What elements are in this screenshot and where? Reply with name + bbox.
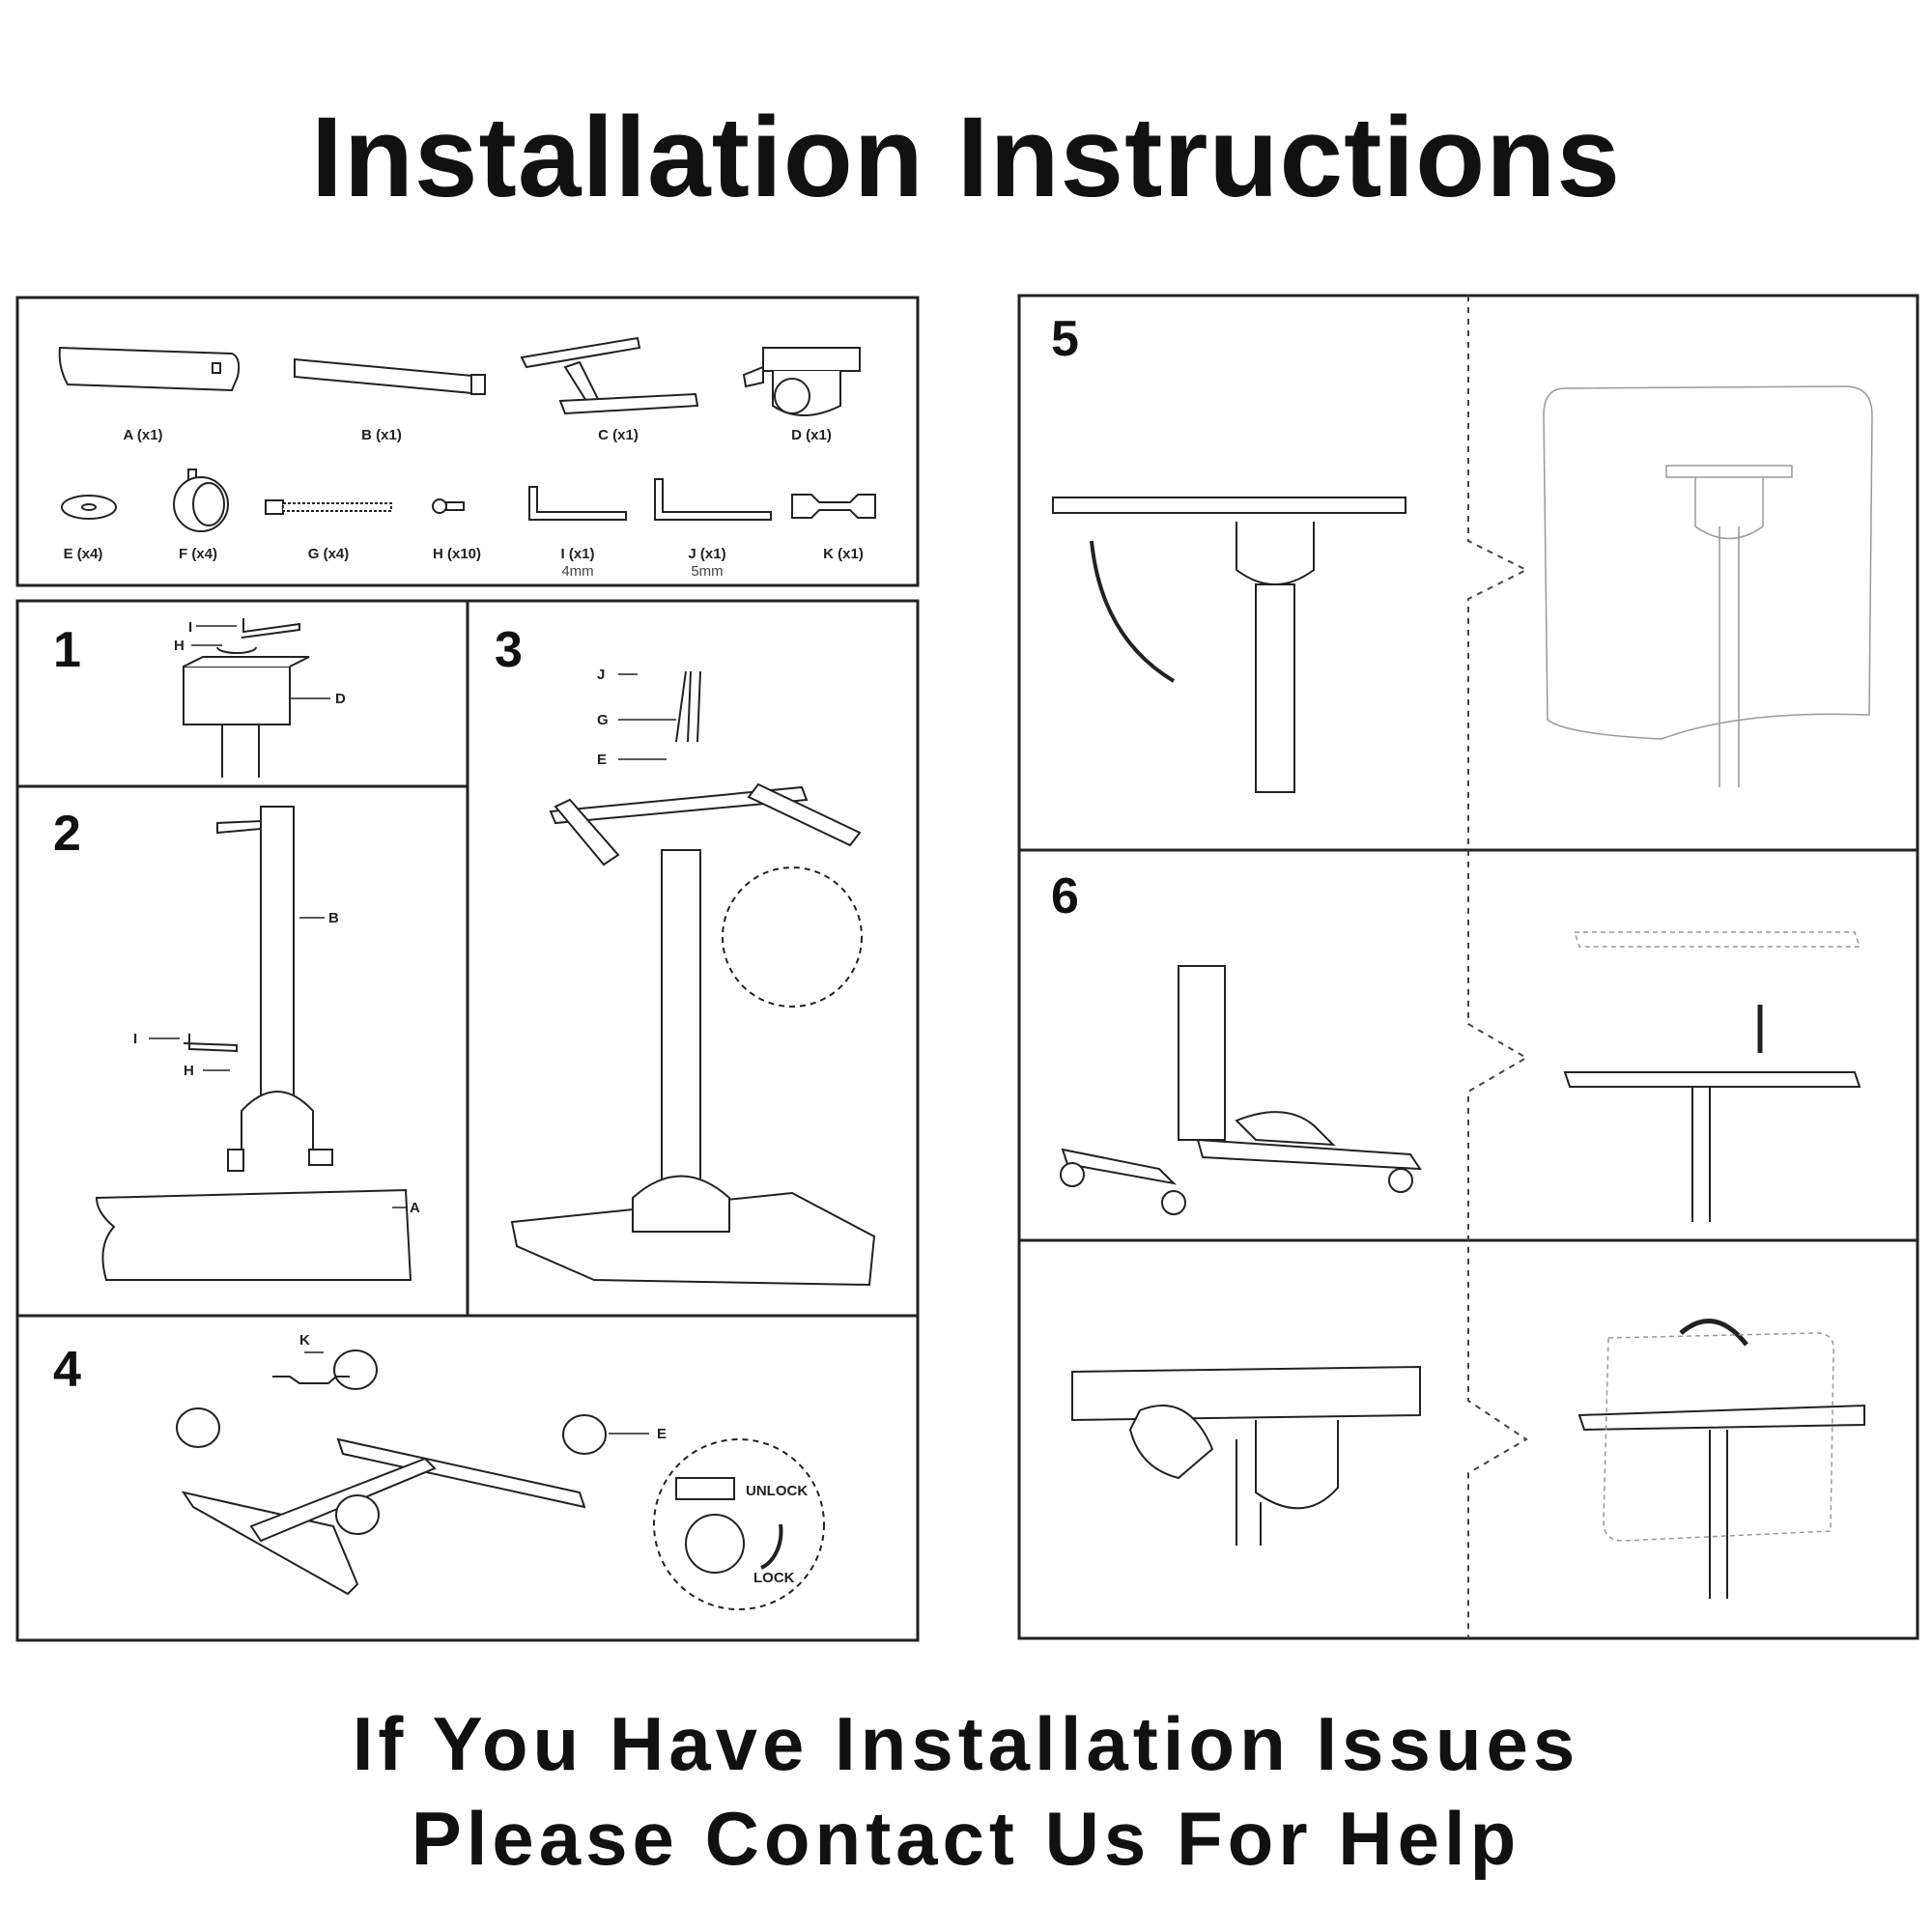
step1-number: 1 bbox=[53, 622, 81, 678]
step2-tag-b: B bbox=[328, 910, 339, 926]
step4-panel bbox=[15, 1314, 920, 1642]
part-e-label: E (x4) bbox=[64, 546, 103, 562]
step4-tag-e: E bbox=[657, 1426, 667, 1442]
caster-icon bbox=[335, 1494, 380, 1535]
step4-tag-lock: LOCK bbox=[753, 1570, 795, 1586]
step3-tag-j: J bbox=[597, 667, 605, 683]
step2-tag-a: A bbox=[410, 1200, 420, 1216]
step2-tag-h: H bbox=[184, 1063, 194, 1079]
hand-icon bbox=[1128, 1405, 1214, 1480]
step5-right-illustration bbox=[1543, 385, 1873, 787]
step2-tag-i: I bbox=[133, 1031, 137, 1047]
step2-column bbox=[260, 806, 295, 1097]
caster-icon bbox=[562, 1414, 607, 1455]
page-title: Installation Instructions bbox=[311, 94, 1621, 221]
step3-column bbox=[661, 849, 701, 1208]
step5-number: 5 bbox=[1051, 311, 1079, 367]
caster-icon bbox=[176, 1407, 220, 1448]
step5-desktop bbox=[1052, 497, 1406, 514]
part-b-icon bbox=[294, 357, 484, 396]
part-i-label: I (x1) bbox=[560, 546, 594, 562]
step1-tag-i: I bbox=[188, 619, 192, 636]
caster-icon bbox=[333, 1350, 378, 1390]
lock-detail-circle bbox=[653, 1438, 825, 1610]
step4-number: 4 bbox=[53, 1342, 81, 1398]
part-d-icon bbox=[742, 347, 861, 416]
step2-top-plate bbox=[95, 1188, 412, 1281]
step1-tag-h: H bbox=[174, 638, 185, 654]
step7-desktop bbox=[1071, 1365, 1421, 1422]
step4-right-leg bbox=[336, 1437, 586, 1509]
panel-divider bbox=[1467, 296, 1529, 1638]
rotate-arrow-icon bbox=[1679, 1319, 1748, 1347]
part-i-icon bbox=[528, 486, 627, 521]
part-h-icon bbox=[432, 498, 465, 514]
step2-number: 2 bbox=[53, 806, 81, 862]
step3-number: 3 bbox=[495, 622, 523, 678]
part-g-label: G (x4) bbox=[308, 546, 350, 562]
step3-tag-e: E bbox=[597, 752, 607, 768]
step1-tag-d: D bbox=[335, 691, 346, 707]
step6-column bbox=[1178, 965, 1226, 1141]
part-b-label: B (x1) bbox=[361, 427, 402, 443]
part-i-size: 4mm bbox=[561, 563, 593, 580]
parts-panel bbox=[15, 296, 920, 587]
step3-base bbox=[549, 785, 809, 825]
part-c-icon bbox=[520, 336, 699, 415]
step5-arrow-icon bbox=[1090, 540, 1176, 683]
help-line-1: If You Have Installation Issues bbox=[352, 1701, 1580, 1786]
part-f-icon bbox=[173, 469, 229, 532]
part-j-icon bbox=[654, 478, 772, 521]
foot-pedal-icon bbox=[1235, 1111, 1336, 1147]
part-f-label: F (x4) bbox=[179, 546, 217, 562]
step5-column bbox=[1255, 583, 1295, 793]
step4-tag-unlock: UNLOCK bbox=[746, 1483, 808, 1499]
step1-bracket bbox=[183, 666, 291, 725]
part-c-label: C (x1) bbox=[598, 427, 639, 443]
step6-number: 6 bbox=[1051, 868, 1079, 924]
part-a-icon bbox=[58, 346, 241, 392]
step3-top-plate bbox=[510, 1191, 876, 1287]
step3-tag-g: G bbox=[597, 712, 609, 728]
part-d-label: D (x1) bbox=[791, 427, 832, 443]
part-a-label: A (x1) bbox=[123, 427, 162, 443]
part-k-icon bbox=[791, 494, 876, 519]
part-j-size: 5mm bbox=[691, 563, 723, 580]
part-k-label: K (x1) bbox=[823, 546, 864, 562]
step6-desktop bbox=[1563, 1071, 1861, 1088]
part-g-icon bbox=[265, 499, 392, 515]
step4-tag-k: K bbox=[299, 1332, 310, 1349]
step7-desktop-right bbox=[1577, 1404, 1865, 1432]
part-h-label: H (x10) bbox=[433, 546, 481, 562]
part-j-label: J (x1) bbox=[688, 546, 725, 562]
help-line-2: Please Contact Us For Help bbox=[411, 1796, 1521, 1881]
